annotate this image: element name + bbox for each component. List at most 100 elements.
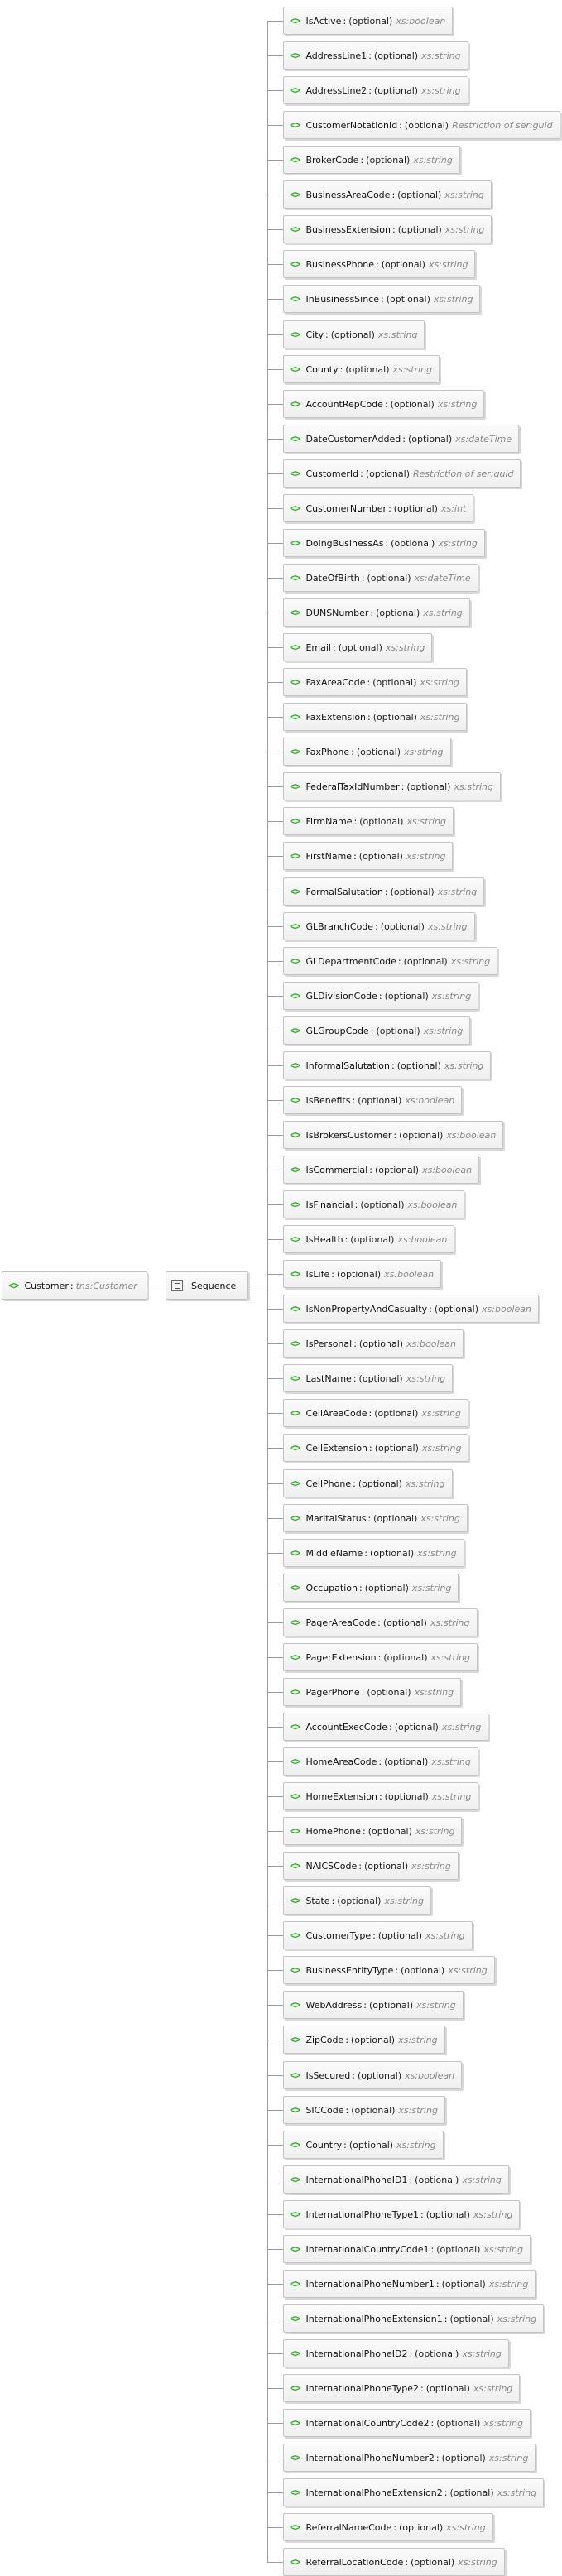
element-node[interactable]: <>County:(optional)xs:string	[283, 355, 440, 383]
element-node[interactable]: <>FederalTaxIdNumber:(optional)xs:string	[283, 772, 502, 800]
element-node[interactable]: <>IsSecured:(optional)xs:boolean	[283, 2061, 463, 2089]
element-name: County	[305, 363, 339, 375]
element-tag-icon: <>	[290, 1442, 300, 1454]
element-node[interactable]: <>HomeAreaCode:(optional)xs:string	[283, 1747, 478, 1776]
element-node[interactable]: <>Country:(optional)xs:string	[283, 2131, 444, 2159]
element-node[interactable]: <>DoingBusinessAs:(optional)xs:string	[283, 529, 485, 557]
element-node[interactable]: <>InformalSalutation:(optional)xs:string	[283, 1051, 492, 1079]
element-type: xs:string	[420, 711, 460, 723]
element-type: xs:string	[413, 154, 453, 166]
root-element-customer[interactable]: <> Customer : tns:Customer	[2, 1271, 147, 1300]
element-type: xs:string	[444, 223, 485, 235]
element-node[interactable]: <>InternationalPhoneType1:(optional)xs:s…	[283, 2200, 521, 2228]
element-tag-icon: <>	[290, 1582, 300, 1593]
element-node[interactable]: <>PagerAreaCode:(optional)xs:string	[283, 1608, 478, 1636]
element-node[interactable]: <>ZipCode:(optional)xs:string	[283, 2026, 445, 2054]
element-node[interactable]: <>DateOfBirth:(optional)xs:dateTime	[283, 564, 478, 592]
sequence-group[interactable]: Sequence	[166, 1271, 248, 1300]
element-node[interactable]: <>FirmName:(optional)xs:string	[283, 807, 454, 835]
element-node[interactable]: <>MaritalStatus:(optional)xs:string	[283, 1504, 468, 1532]
element-node[interactable]: <>GLDepartmentCode:(optional)xs:string	[283, 947, 498, 975]
element-node[interactable]: <>BusinessExtension:(optional)xs:string	[283, 215, 492, 243]
element-node[interactable]: <>CellAreaCode:(optional)xs:string	[283, 1399, 468, 1427]
element-node[interactable]: <>InternationalCountryCode2:(optional)xs…	[283, 2409, 531, 2437]
element-node[interactable]: <>IsNonPropertyAndCasualty:(optional)xs:…	[283, 1295, 539, 1323]
element-node[interactable]: <>SICCode:(optional)xs:string	[283, 2096, 445, 2124]
element-node[interactable]: <>BusinessAreaCode:(optional)xs:string	[283, 180, 492, 209]
name-type-separator: :	[381, 293, 384, 305]
element-node[interactable]: <>GLBranchCode:(optional)xs:string	[283, 912, 475, 940]
optional-label: (optional)	[345, 363, 390, 375]
element-node[interactable]: <>GLDivisionCode:(optional)xs:string	[283, 982, 479, 1010]
element-node[interactable]: <>PagerPhone:(optional)xs:string	[283, 1678, 462, 1706]
element-node[interactable]: <>FaxExtension:(optional)xs:string	[283, 703, 468, 731]
element-node[interactable]: <>CustomerType:(optional)xs:string	[283, 1921, 473, 1949]
element-node[interactable]: <>InternationalPhoneID2:(optional)xs:str…	[283, 2339, 509, 2367]
element-node[interactable]: <>DateCustomerAdded:(optional)xs:dateTim…	[283, 425, 520, 453]
element-node[interactable]: <>InternationalPhoneNumber2:(optional)xs…	[283, 2444, 536, 2472]
element-node[interactable]: <>HomePhone:(optional)xs:string	[283, 1817, 463, 1845]
element-node[interactable]: <>CellExtension:(optional)xs:string	[283, 1434, 469, 1462]
optional-label: (optional)	[337, 1895, 382, 1906]
element-node[interactable]: <>InternationalPhoneExtension1:(optional…	[283, 2304, 545, 2333]
element-tag-icon: <>	[290, 1199, 300, 1210]
element-node[interactable]: <>Occupation:(optional)xs:string	[283, 1574, 459, 1602]
element-type: xs:string	[406, 1372, 446, 1384]
element-node[interactable]: <>AddressLine1:(optional)xs:string	[283, 41, 468, 70]
element-node[interactable]: <>InternationalPhoneID1:(optional)xs:str…	[283, 2165, 509, 2194]
name-type-separator: :	[401, 781, 405, 792]
element-node[interactable]: <>CustomerNumber:(optional)xs:int	[283, 494, 474, 522]
element-node[interactable]: <>InternationalPhoneType2:(optional)xs:s…	[283, 2374, 521, 2402]
element-node[interactable]: <>NAICSCode:(optional)xs:string	[283, 1852, 459, 1880]
element-node[interactable]: <>InternationalCountryCode1:(optional)xs…	[283, 2235, 531, 2263]
element-node[interactable]: <>IsCommercial:(optional)xs:boolean	[283, 1156, 480, 1184]
element-node[interactable]: <>InternationalPhoneExtension2:(optional…	[283, 2478, 545, 2506]
element-node[interactable]: <>Email:(optional)xs:string	[283, 633, 433, 661]
element-node[interactable]: <>IsHealth:(optional)xs:boolean	[283, 1225, 455, 1253]
element-node[interactable]: <>InBusinessSince:(optional)xs:string	[283, 285, 481, 313]
element-node[interactable]: <>BusinessEntityType:(optional)xs:string	[283, 1956, 495, 1984]
element-node[interactable]: <>GLGroupCode:(optional)xs:string	[283, 1016, 471, 1045]
element-node[interactable]: <>CustomerNotationId:(optional)Restricti…	[283, 111, 560, 139]
element-tag-icon: <>	[290, 2417, 300, 2429]
element-node[interactable]: <>PagerExtension:(optional)xs:string	[283, 1643, 478, 1671]
element-node[interactable]: <>IsBrokersCustomer:(optional)xs:boolean	[283, 1121, 504, 1149]
element-node[interactable]: <>DUNSNumber:(optional)xs:string	[283, 598, 470, 627]
element-node[interactable]: <>AccountRepCode:(optional)xs:string	[283, 390, 485, 418]
element-type: xs:dateTime	[414, 572, 471, 584]
element-node[interactable]: <>IsPersonal:(optional)xs:boolean	[283, 1329, 464, 1358]
element-tag-icon: <>	[290, 2452, 300, 2463]
element-node[interactable]: <>IsActive:(optional)xs:boolean	[283, 7, 454, 35]
element-node[interactable]: <>IsBenefits:(optional)xs:boolean	[283, 1086, 463, 1114]
element-node[interactable]: <>FirstName:(optional)xs:string	[283, 842, 454, 870]
element-type: xs:string	[444, 189, 484, 200]
element-tag-icon: <>	[290, 1164, 300, 1175]
element-node[interactable]: <>AddressLine2:(optional)xs:string	[283, 76, 468, 104]
element-name: IsActive	[305, 15, 342, 26]
element-node[interactable]: <>CellPhone:(optional)xs:string	[283, 1469, 453, 1497]
element-name: FaxPhone	[305, 746, 350, 757]
element-node[interactable]: <>CustomerId:(optional)Restriction of se…	[283, 459, 521, 488]
element-node[interactable]: <>MiddleName:(optional)xs:string	[283, 1539, 464, 1567]
element-node[interactable]: <>State:(optional)xs:string	[283, 1886, 431, 1915]
element-type: xs:boolean	[396, 15, 446, 26]
element-node[interactable]: <>FaxAreaCode:(optional)xs:string	[283, 668, 467, 696]
element-tag-icon: <>	[290, 2348, 300, 2359]
element-node[interactable]: <>BusinessPhone:(optional)xs:string	[283, 250, 476, 278]
element-node[interactable]: <>IsFinancial:(optional)xs:boolean	[283, 1190, 465, 1218]
element-node[interactable]: <>FormalSalutation:(optional)xs:string	[283, 877, 485, 906]
element-node[interactable]: <>ReferralLocationCode:(optional)xs:stri…	[283, 2548, 505, 2576]
element-node[interactable]: <>AccountExecCode:(optional)xs:string	[283, 1713, 489, 1741]
element-node[interactable]: <>HomeExtension:(optional)xs:string	[283, 1782, 479, 1810]
element-node[interactable]: <>InternationalPhoneNumber1:(optional)xs…	[283, 2270, 536, 2298]
element-node[interactable]: <>BrokerCode:(optional)xs:string	[283, 146, 460, 174]
element-node[interactable]: <>City:(optional)xs:string	[283, 320, 425, 348]
element-name: DoingBusinessAs	[305, 537, 384, 549]
element-node[interactable]: <>FaxPhone:(optional)xs:string	[283, 738, 451, 766]
element-name: InternationalPhoneID1	[305, 2174, 408, 2185]
element-node[interactable]: <>ReferralNameCode:(optional)xs:string	[283, 2513, 493, 2541]
element-name: BusinessEntityType	[305, 1964, 394, 1976]
element-node[interactable]: <>IsLife:(optional)xs:boolean	[283, 1260, 442, 1288]
element-node[interactable]: <>WebAddress:(optional)xs:string	[283, 1991, 464, 2019]
element-node[interactable]: <>LastName:(optional)xs:string	[283, 1364, 454, 1392]
